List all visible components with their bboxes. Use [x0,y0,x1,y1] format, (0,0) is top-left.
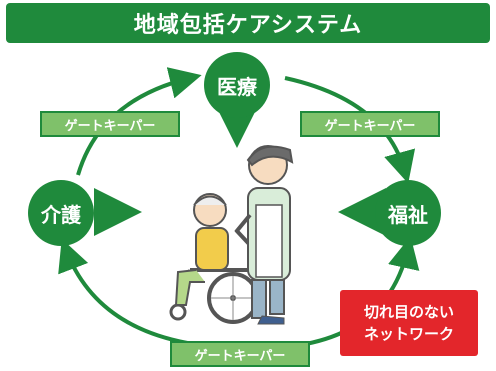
gatekeeper-left-label: ゲートキーパー [40,111,180,137]
network-box: 切れ目のない ネットワーク [340,290,478,356]
gatekeeper-bottom-label: ゲートキーパー [170,341,310,367]
network-line1: 切れ目のない [363,303,454,321]
node-welfare: 福祉 [375,180,441,246]
node-medical: 医療 [204,52,270,118]
caregiver-illustration [169,145,294,325]
network-line2: ネットワーク [363,325,454,343]
node-care: 介護 [28,180,94,246]
page-title: 地域包括ケアシステム [6,3,490,43]
gatekeeper-right-label: ゲートキーパー [300,111,440,137]
